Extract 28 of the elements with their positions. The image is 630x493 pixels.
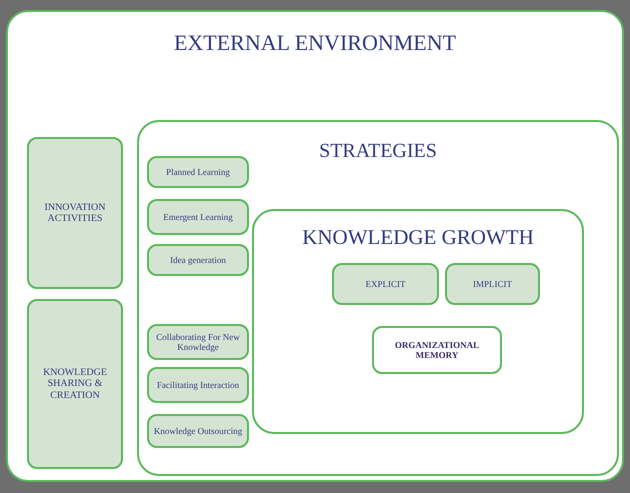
concept-box: [147, 244, 249, 276]
box-label: Knowledge Outsourcing: [152, 426, 244, 436]
box-label: INNOVATION ACTIVITIES: [44, 202, 106, 224]
concept-box: [147, 199, 249, 235]
concept-box: [372, 326, 502, 374]
box-label: KNOWLEDGE SHARING & CREATION: [42, 366, 108, 402]
concept-box: [147, 156, 249, 188]
group-title: KNOWLEDGE GROWTH: [301, 225, 535, 250]
box-label: Facilitating Interaction: [156, 380, 240, 390]
group-frame: [252, 209, 584, 434]
concept-box: [445, 263, 540, 305]
box-label: IMPLICIT: [472, 278, 513, 290]
group-title: STRATEGIES: [318, 140, 438, 163]
box-label: Planned Learning: [165, 166, 231, 178]
box-label: Emergent Learning: [162, 212, 234, 222]
box-label: ORGANIZATIONAL MEMORY: [394, 340, 480, 360]
concept-box: [147, 414, 249, 448]
box-label: Collaborating For New Knowledge: [155, 332, 241, 352]
group-frame: [6, 10, 624, 482]
concept-box: [27, 137, 123, 289]
concept-box: [27, 299, 123, 469]
concept-box: [332, 263, 439, 305]
concept-box: [147, 324, 249, 360]
group-title: EXTERNAL ENVIRONMENT: [172, 30, 458, 56]
group-frame: [137, 120, 619, 476]
box-label: Idea generation: [169, 254, 227, 266]
concept-box: [147, 367, 249, 403]
box-label: EXPLICIT: [364, 278, 406, 290]
